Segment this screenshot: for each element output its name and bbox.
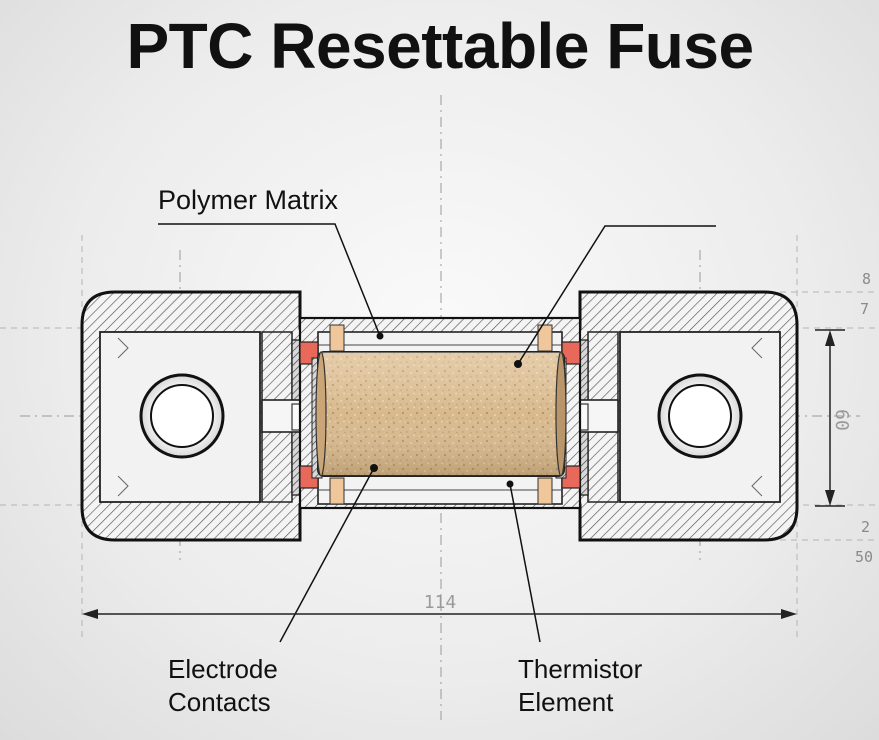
leader-dot-matrix <box>514 360 522 368</box>
right-mounting-hole <box>657 373 743 459</box>
dimension-overall-length: 114 <box>424 592 457 613</box>
dimension-height: 60 <box>831 409 852 431</box>
label-electrode-contacts-line1: Electrode <box>168 654 278 684</box>
dimension-top-a: 8 <box>862 270 871 288</box>
leader-lines <box>158 223 716 643</box>
overall-length-dimension <box>82 609 797 619</box>
leader-dot-thermistor <box>506 480 514 488</box>
height-dimension <box>815 329 845 507</box>
dimension-top-b: 7 <box>860 300 869 318</box>
thermistor-core <box>315 351 567 477</box>
label-thermistor-element-line2: Element <box>518 687 614 717</box>
page-title: PTC Resettable Fuse <box>126 10 753 82</box>
leader-dot-electrode <box>370 464 378 472</box>
left-terminal <box>80 290 330 542</box>
label-thermistor-element-line1: Thermistor <box>518 654 643 684</box>
label-electrode-contacts-line2: Contacts <box>168 687 271 717</box>
leader-dot-polymer <box>376 332 384 340</box>
label-polymer-matrix: Polymer Matrix <box>158 185 339 215</box>
left-mounting-hole <box>139 373 225 459</box>
dimension-bottom-a: 2 <box>861 518 870 536</box>
dimension-bottom-b: 50 <box>855 548 873 566</box>
